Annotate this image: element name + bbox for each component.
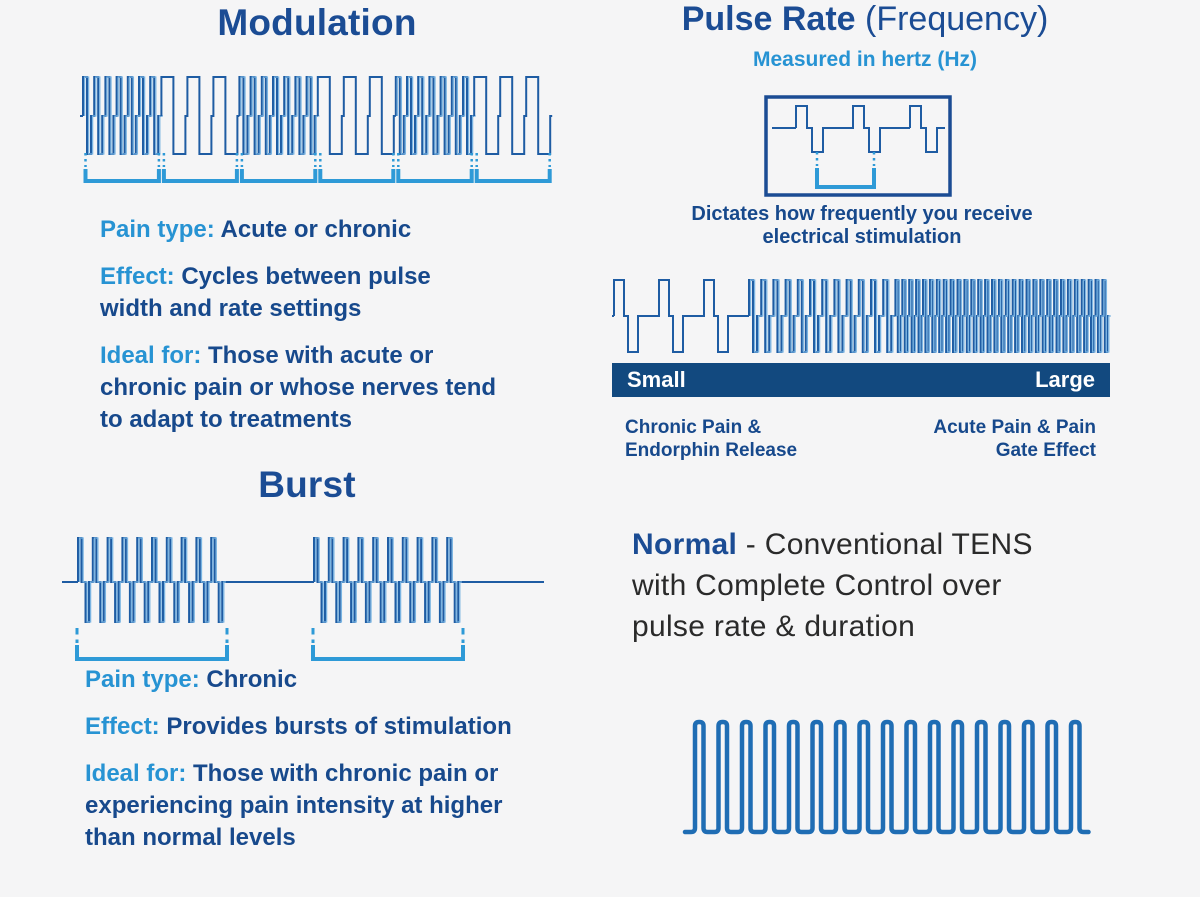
pulse-rate-subtitle: Measured in hertz (Hz) [752,48,978,71]
burst-title: Burst [258,464,356,505]
scale-large-label: Large [1035,367,1095,392]
burst-fact-effect: Effect: Provides bursts of stimulation [85,711,530,743]
frequency-scale-bar: Small Large [612,363,1110,397]
fact-label: Effect: [85,712,160,740]
burst-waveform [62,537,544,661]
frequency-ramp-waveform [612,279,1111,353]
normal-text-line2: with Complete Control over [632,569,1002,602]
normal-square-waveform [682,719,1091,835]
normal-text-line3: pulse rate & duration [632,610,916,643]
pulse-rate-title: Pulse Rate (Frequency) [620,0,1110,39]
scale-small-label: Small [627,367,686,392]
modulation-fact-effect: Effect: Cycles between pulse width and r… [100,261,498,325]
high-frequency-label: Acute Pain & Pain Gate Effect [933,417,1096,461]
fact-label: Ideal for: [100,341,202,369]
burst-fact-ideal-for: Ideal for: Those with chronic pain or ex… [85,758,530,854]
modulation-facts: Pain type: Acute or chronic Effect: Cycl… [100,214,498,435]
fact-label: Pain type: [85,666,200,693]
fact-label: Pain type: [100,216,215,243]
modulation-fact-pain-type: Pain type: Acute or chronic [100,214,498,246]
burst-facts: Pain type: Chronic Effect: Provides burs… [85,664,530,854]
fact-text: Provides bursts of stimulation [166,712,512,740]
modulation-waveform [80,76,553,183]
modulation-fact-ideal-for: Ideal for: Those with acute or chronic p… [100,340,498,436]
modulation-title: Modulation [217,2,417,43]
normal-label: Normal [632,528,738,561]
fact-text: Chronic [206,666,298,693]
fact-text: Those with chronic pain or experiencing … [85,759,503,851]
frequency-scale-sublabels: Chronic Pain & Endorphin Release Acute P… [612,417,1110,463]
burst-fact-pain-type: Pain type: Chronic [85,664,530,696]
low-frequency-label: Chronic Pain & Endorphin Release [625,417,798,461]
normal-description: Normal - Conventional TENS with Complete… [632,524,1147,647]
fact-text: Acute or chronic [220,216,412,243]
fact-label: Effect: [100,262,175,290]
fact-label: Ideal for: [85,759,187,787]
pulse-period-box-waveform [764,95,952,197]
pulse-rate-title-bold: Pulse Rate [681,0,856,38]
pulse-rate-title-rest: (Frequency) [855,0,1049,38]
normal-text-line1: - Conventional TENS [737,528,1033,561]
fact-text: Those with acute or chronic pain or whos… [100,341,497,433]
fact-text: Cycles between pulse width and rate sett… [100,262,431,322]
pulse-rate-caption: Dictates how frequently you receive elec… [691,203,1033,248]
